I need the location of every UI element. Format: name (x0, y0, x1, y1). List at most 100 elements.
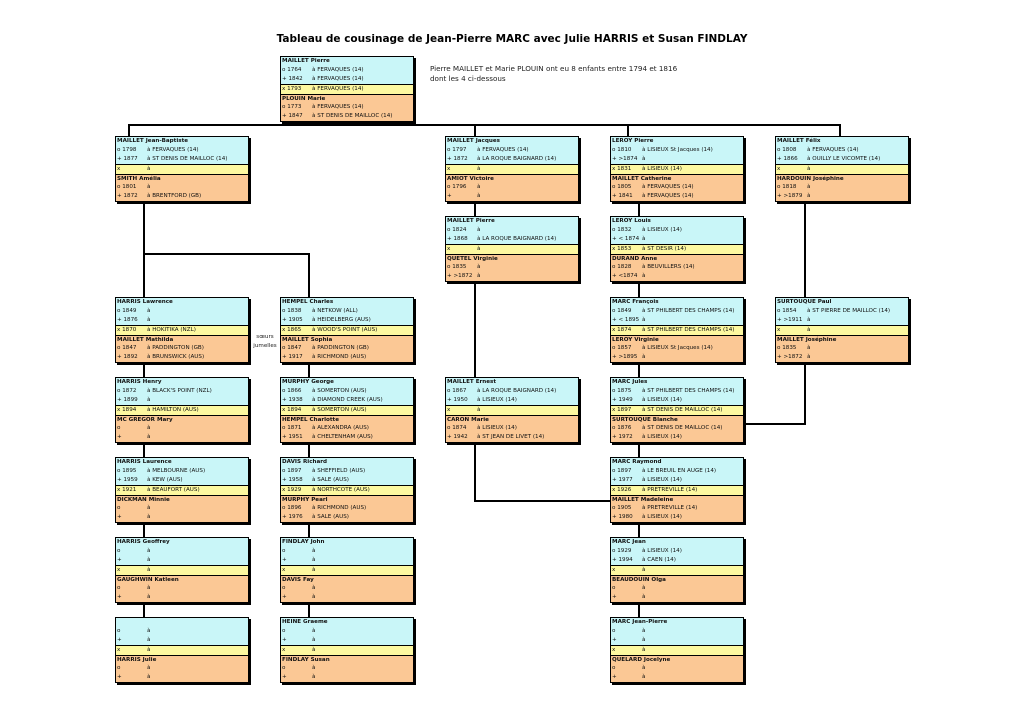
event-date: + 1917 (282, 354, 303, 361)
spouse-name: MAILLET Sophia (282, 336, 333, 343)
event-date: o 1896 (282, 505, 302, 512)
event-place: à (147, 307, 151, 314)
event-place: à (312, 646, 316, 653)
person-name: HARRIS Laurence (117, 459, 172, 465)
event-place: à (807, 345, 811, 352)
connector-line (804, 361, 806, 424)
event-date: o 1895 (117, 467, 137, 474)
event-place: à (642, 627, 646, 634)
event-place: à ST DENIS DE MAILLOC (14) (642, 406, 723, 413)
couple-box[interactable]: HARRIS Laurence o 1895 à MELBOURNE (AUS) + … (115, 457, 249, 524)
spouse-name: DICKMAN Minnie (117, 496, 170, 503)
person-name: MURPHY George (282, 379, 334, 385)
spouse-name: LEROY Virginie (612, 336, 659, 343)
person-name: MAILLET Jean-Baptiste (117, 138, 189, 144)
event-date: + <1874 (612, 273, 638, 280)
event-date: + 1951 (282, 434, 303, 441)
event-date: o 1866 (282, 387, 302, 394)
event-place: à (147, 505, 151, 512)
person-name (116, 618, 248, 627)
event-place: à (477, 406, 481, 413)
connector-line (627, 124, 629, 136)
connector-line (474, 441, 476, 501)
event-place: à DIAMOND CREEK (AUS) (312, 396, 383, 403)
event-date: + >1872 (447, 273, 473, 280)
person-name: MAILLET Pierre (282, 58, 330, 64)
event-date: o 1801 (117, 184, 137, 191)
event-place: à (642, 585, 646, 592)
person-name: MARC Jean (612, 539, 646, 545)
spouse-name: MAILLET Catherine (612, 175, 672, 182)
event-place: à MELBOURNE (AUS) (147, 467, 206, 474)
spouse-name: FINDLAY Susan (282, 656, 330, 663)
event-place: à (147, 594, 151, 601)
connector-line (143, 521, 145, 537)
event-date: + 1842 (282, 75, 303, 82)
event-date: o 1897 (282, 467, 302, 474)
event-place: à (312, 547, 316, 554)
event-date: + (117, 556, 122, 563)
connector-line (474, 200, 476, 216)
event-date: + 1949 (612, 396, 633, 403)
connector-line (804, 200, 806, 297)
event-place: à SOMERTON (AUS) (312, 406, 367, 413)
event-date: o (282, 585, 286, 592)
